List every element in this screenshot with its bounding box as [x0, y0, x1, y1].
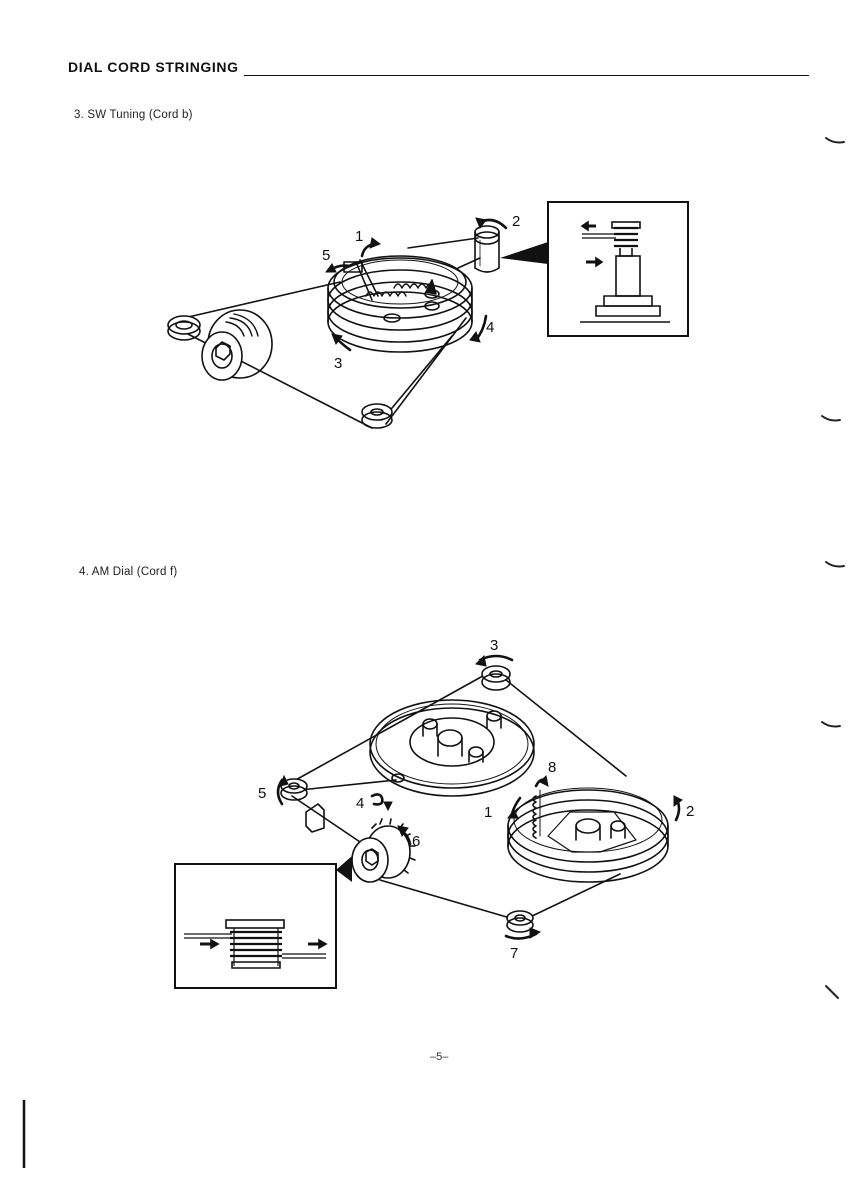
step-number: 6 [412, 833, 420, 850]
step-number: 4 [486, 319, 494, 336]
direction-arrows [325, 217, 508, 352]
cord-segment [183, 281, 341, 319]
step-number: 4 [356, 795, 364, 812]
cord-segment [505, 679, 627, 777]
cord-segment [407, 237, 479, 249]
step-number: 1 [484, 804, 492, 821]
cord-segment [291, 795, 367, 847]
dial-shaft-gear [351, 818, 416, 883]
top-right-pulley [474, 225, 500, 273]
page-title: DIAL CORD STRINGING [68, 59, 239, 75]
inset-detail-am [174, 863, 337, 989]
bottom-pulley [506, 910, 534, 933]
title-rule [244, 75, 809, 76]
step-number: 1 [355, 228, 363, 245]
section-label-am-dial: 4. AM Dial (Cord f) [79, 566, 178, 578]
step-number: 2 [512, 213, 520, 230]
step-number: 8 [548, 759, 556, 776]
section-label-sw-tuning: 3. SW Tuning (Cord b) [74, 109, 193, 121]
step-number: 2 [686, 803, 694, 820]
cord-segment [385, 317, 467, 425]
inset-detail-sw [547, 201, 689, 337]
page-number: –5– [430, 1051, 449, 1063]
step-number: 3 [490, 637, 498, 654]
tuning-shaft [201, 309, 273, 381]
step-number: 7 [510, 945, 518, 962]
top-pulley [481, 665, 511, 691]
cord-segment [381, 335, 453, 421]
left-pulley [167, 315, 201, 341]
tuning-drum [327, 255, 473, 353]
bottom-idler-pulley [361, 403, 393, 429]
dial-drum-right [507, 787, 669, 883]
callout-pointer [336, 856, 352, 882]
cord-guide [305, 803, 325, 833]
direction-arrows [276, 654, 683, 940]
dial-drum-left [369, 699, 535, 797]
step-number: 5 [258, 785, 266, 802]
cord-segment [457, 257, 481, 269]
step-number: 5 [322, 247, 330, 264]
step-number: 3 [334, 355, 342, 372]
cord-segment [299, 779, 397, 791]
cord-segment [379, 879, 511, 919]
callout-pointer [500, 242, 548, 264]
cord-segment [291, 671, 491, 783]
